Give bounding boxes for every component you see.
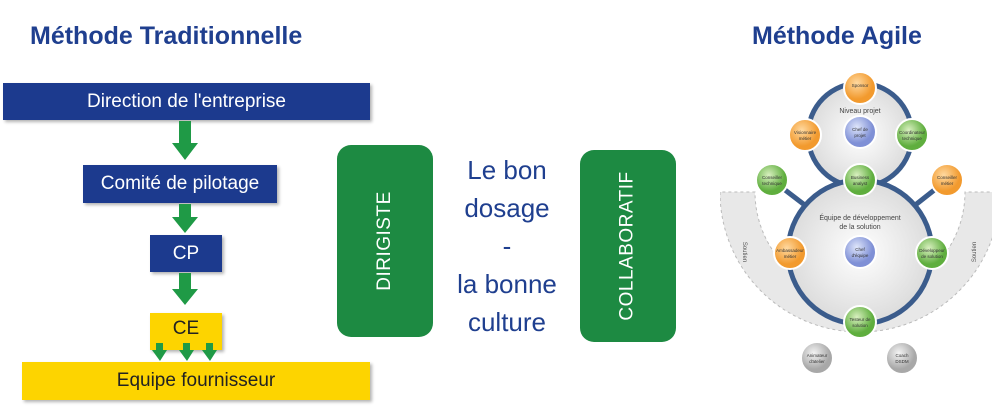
soutien-band: [720, 191, 992, 333]
role-label: projet: [854, 133, 866, 138]
role-label: Ambassadeur: [776, 248, 804, 253]
agile-diagram: Niveau projet Équipe de développement de…: [720, 71, 992, 375]
role-label: d'équipe: [852, 253, 869, 258]
equipe-dev-label: Équipe de développement: [819, 213, 900, 222]
role-label: Chef de: [852, 127, 868, 132]
collaboratif-label: COLLABORATIF: [617, 171, 639, 321]
role-label: Conseiller: [762, 175, 783, 180]
middle-line: la bonne: [457, 269, 557, 299]
role-label: solution: [852, 323, 868, 328]
middle-line: culture: [467, 307, 547, 337]
arrow-down-icon: [152, 343, 167, 361]
middle-line: Le bon: [467, 155, 547, 185]
comite-box: Comité de pilotage: [83, 165, 277, 203]
arrow-down-icon: [172, 121, 198, 160]
traditional-title: Méthode Traditionnelle: [30, 22, 303, 50]
role-label: métier: [784, 254, 797, 259]
role-label: Chef: [855, 247, 865, 252]
dirigiste-box: DIRIGISTE: [337, 145, 433, 337]
arrow-down-icon: [172, 204, 198, 233]
role-label: technique: [762, 181, 782, 186]
role-label: Testeur de: [849, 317, 871, 322]
role-label: technique: [902, 136, 922, 141]
role-label: Conseiller: [937, 175, 958, 180]
role-label: Visionnaire: [794, 130, 817, 135]
role-label: analyst: [853, 181, 868, 186]
cp-box: CP: [150, 235, 222, 272]
arrow-down-icon: [179, 343, 194, 361]
soutien-label-right: Soutien: [972, 242, 978, 262]
agile-title: Méthode Agile: [752, 22, 922, 50]
role-label: métier: [941, 181, 954, 186]
role-label: Développeur: [919, 248, 945, 253]
role-label: d'atelier: [809, 359, 825, 364]
dirigiste-label: DIRIGISTE: [374, 191, 396, 291]
role-label: Coach: [895, 353, 909, 358]
flow-arrows: [152, 121, 217, 361]
role-node-sponsor: Sponsor: [843, 71, 877, 105]
role-label: Sponsor: [852, 83, 869, 88]
middle-line: -: [502, 231, 512, 261]
role-label: DSDM: [895, 359, 909, 364]
direction-box: Direction de l'entreprise: [3, 83, 370, 120]
role-label: de solution: [921, 254, 943, 259]
equipe-box: Equipe fournisseur: [22, 362, 370, 400]
arrow-down-icon: [202, 343, 217, 361]
equipe-dev-label-2: de la solution: [839, 224, 880, 231]
collaboratif-box: COLLABORATIF: [580, 150, 676, 342]
arrow-down-icon: [172, 273, 198, 305]
soutien-label-left: Soutien: [741, 242, 747, 262]
role-label: Coordinateur: [899, 130, 926, 135]
role-label: Animateur: [807, 353, 828, 358]
role-label: métier: [799, 136, 812, 141]
role-label: Business: [851, 175, 870, 180]
niveau-projet-label: Niveau projet: [839, 108, 880, 115]
middle-line: dosage: [464, 193, 550, 223]
